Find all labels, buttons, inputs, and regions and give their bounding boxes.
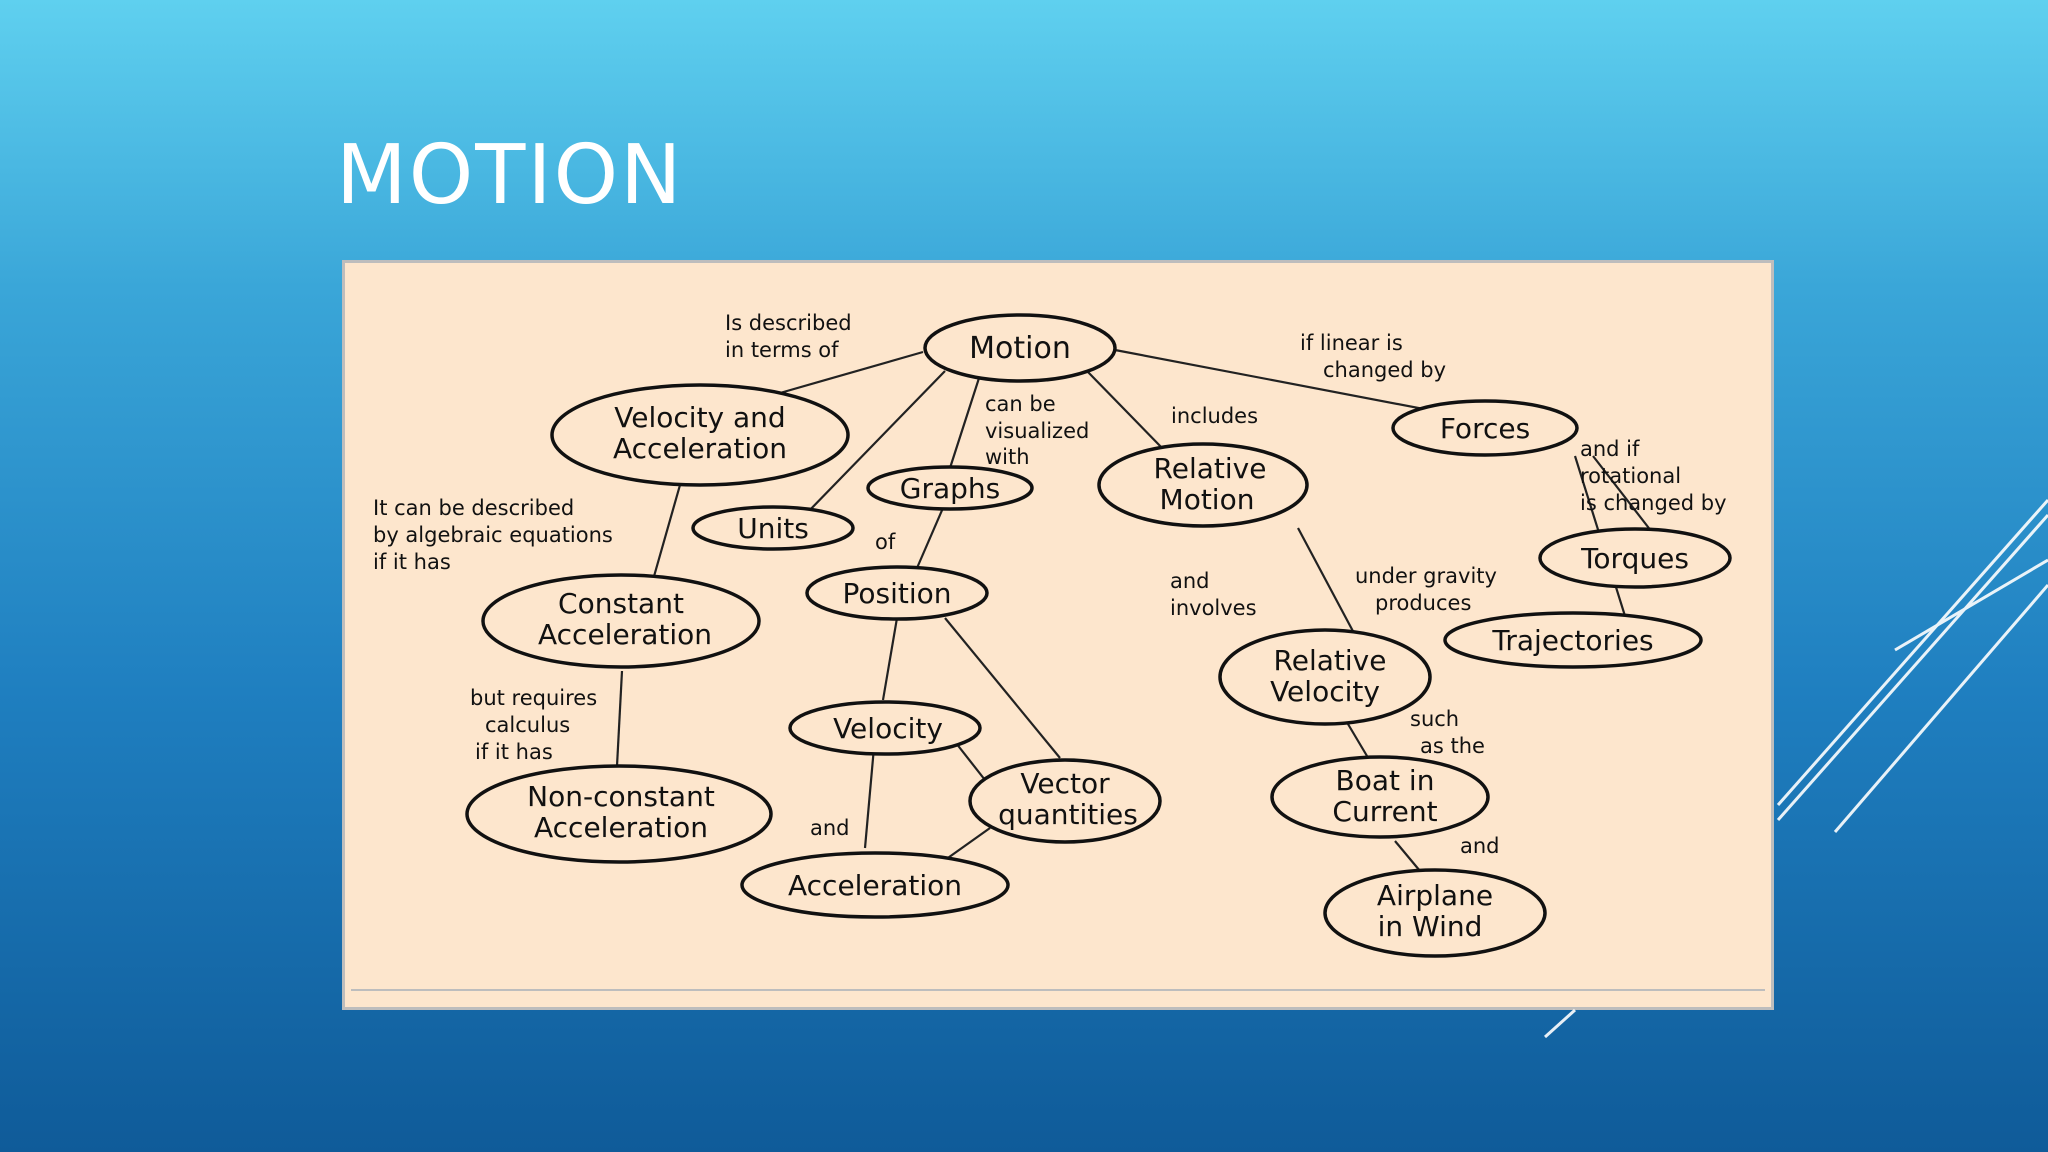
edge-motion-graphs: [948, 374, 982, 469]
link-visualized-3: with: [985, 445, 1030, 469]
link-rotational-2: rotational: [1580, 464, 1681, 488]
link-gravity-1: under gravity: [1355, 564, 1497, 588]
link-calculus-2: calculus: [485, 713, 570, 737]
node-non-constant-acceleration: [465, 764, 773, 864]
link-visualized-2: visualized: [985, 419, 1089, 443]
label-relative-motion-2: Motion: [1160, 483, 1255, 516]
concept-map-figure: Motion Velocity and Acceleration Units G…: [342, 260, 1774, 1010]
edge-constant-nonconstant: [615, 670, 624, 767]
label-non-constant-acceleration-1: Non-constant: [527, 780, 715, 813]
deco-line-3: [1833, 584, 2048, 833]
edge-position-vector: [944, 617, 1061, 759]
link-gravity-2: produces: [1375, 591, 1471, 615]
node-vector-quantities: [968, 758, 1162, 844]
node-graphs: [866, 465, 1034, 511]
node-constant-acceleration: [481, 573, 761, 669]
node-velocity: [788, 700, 982, 756]
link-if-linear-2: changed by: [1323, 358, 1446, 382]
link-algebraic-3: if it has: [373, 550, 451, 574]
node-labels: Motion Velocity and Acceleration Units G…: [527, 331, 1689, 943]
link-visualized-1: can be: [985, 392, 1056, 416]
node-velocity-acceleration: [550, 383, 850, 487]
concept-map: Motion Velocity and Acceleration Units G…: [373, 311, 1732, 958]
link-calculus-1: but requires: [470, 686, 597, 710]
label-velocity-acceleration-2: Acceleration: [613, 432, 787, 465]
label-boat-1: Boat in: [1336, 764, 1435, 797]
label-airplane-2: in Wind: [1378, 910, 1483, 943]
link-such-2: as the: [1420, 734, 1485, 758]
label-torques: Torques: [1580, 542, 1689, 575]
node-position: [805, 565, 989, 621]
link-such-1: such: [1410, 707, 1459, 731]
node-trajectories: [1443, 611, 1703, 669]
node-forces: [1391, 399, 1579, 457]
label-constant-acceleration-1: Constant: [558, 587, 684, 620]
link-rotational-1: and if: [1580, 437, 1640, 461]
node-torques: [1538, 527, 1732, 589]
link-labels: Is described in terms of can be visualiz…: [373, 311, 1727, 858]
link-described-1: Is described: [725, 311, 852, 335]
label-units: Units: [737, 512, 809, 545]
label-relative-velocity-1: Relative: [1274, 644, 1387, 677]
label-vector-quantities-2: quantities: [998, 798, 1138, 831]
label-motion: Motion: [969, 331, 1071, 366]
deco-line-5: [1543, 1008, 1577, 1039]
label-position: Position: [842, 577, 951, 610]
nodes: [465, 313, 1732, 958]
link-described-2: in terms of: [725, 338, 839, 362]
edge-motion-velocity: [779, 350, 924, 395]
link-of: of: [875, 530, 896, 554]
link-and-boat-airplane: and: [1460, 834, 1500, 858]
edge-vector-acceleration: [944, 827, 991, 861]
label-non-constant-acceleration-2: Acceleration: [534, 811, 708, 844]
label-trajectories: Trajectories: [1491, 624, 1653, 657]
node-relative-velocity: [1218, 628, 1432, 726]
link-includes: includes: [1171, 404, 1258, 428]
link-and-velocity-acceleration: and: [810, 816, 850, 840]
edge-motion-relative-motion: [1086, 370, 1166, 452]
link-involves-1: and: [1170, 569, 1210, 593]
label-velocity: Velocity: [833, 712, 943, 745]
link-rotational-3: is changed by: [1580, 491, 1727, 515]
edge-relvel-boat: [1344, 718, 1368, 757]
deco-line-4: [1894, 558, 2048, 652]
link-calculus-3: if it has: [475, 740, 553, 764]
node-relative-motion: [1097, 442, 1309, 528]
label-forces: Forces: [1440, 412, 1530, 445]
label-relative-velocity-2: Velocity: [1270, 675, 1380, 708]
label-relative-motion-1: Relative: [1154, 452, 1267, 485]
label-velocity-acceleration-1: Velocity and: [614, 401, 785, 434]
deco-line-2: [1776, 514, 2048, 821]
label-acceleration: Acceleration: [788, 869, 962, 902]
label-boat-2: Current: [1332, 795, 1437, 828]
edge-motion-units: [804, 370, 946, 516]
edge-forces-torques: [1592, 455, 1656, 537]
node-motion: [923, 313, 1117, 383]
label-graphs: Graphs: [900, 472, 1000, 505]
figure-divider: [351, 989, 1765, 991]
node-boat-in-current: [1270, 755, 1490, 839]
link-algebraic-2: by algebraic equations: [373, 523, 613, 547]
node-acceleration: [740, 851, 1010, 919]
node-units: [691, 505, 855, 551]
edge-graphs-position: [915, 507, 945, 569]
label-airplane-1: Airplane: [1377, 879, 1493, 912]
slide-title: MOTION: [336, 128, 684, 223]
deco-line-1: [1776, 499, 2048, 806]
node-airplane-in-wind: [1323, 868, 1547, 958]
link-algebraic-1: It can be described: [373, 496, 574, 520]
label-constant-acceleration-2: Acceleration: [538, 618, 712, 651]
edge-position-velocity: [881, 617, 899, 701]
edge-relative-motion-velocity: [1297, 527, 1356, 636]
edge-boat-airplane: [1394, 840, 1421, 872]
link-if-linear-1: if linear is: [1300, 331, 1403, 355]
label-vector-quantities-1: Vector: [1020, 767, 1110, 800]
link-involves-2: involves: [1170, 596, 1257, 620]
